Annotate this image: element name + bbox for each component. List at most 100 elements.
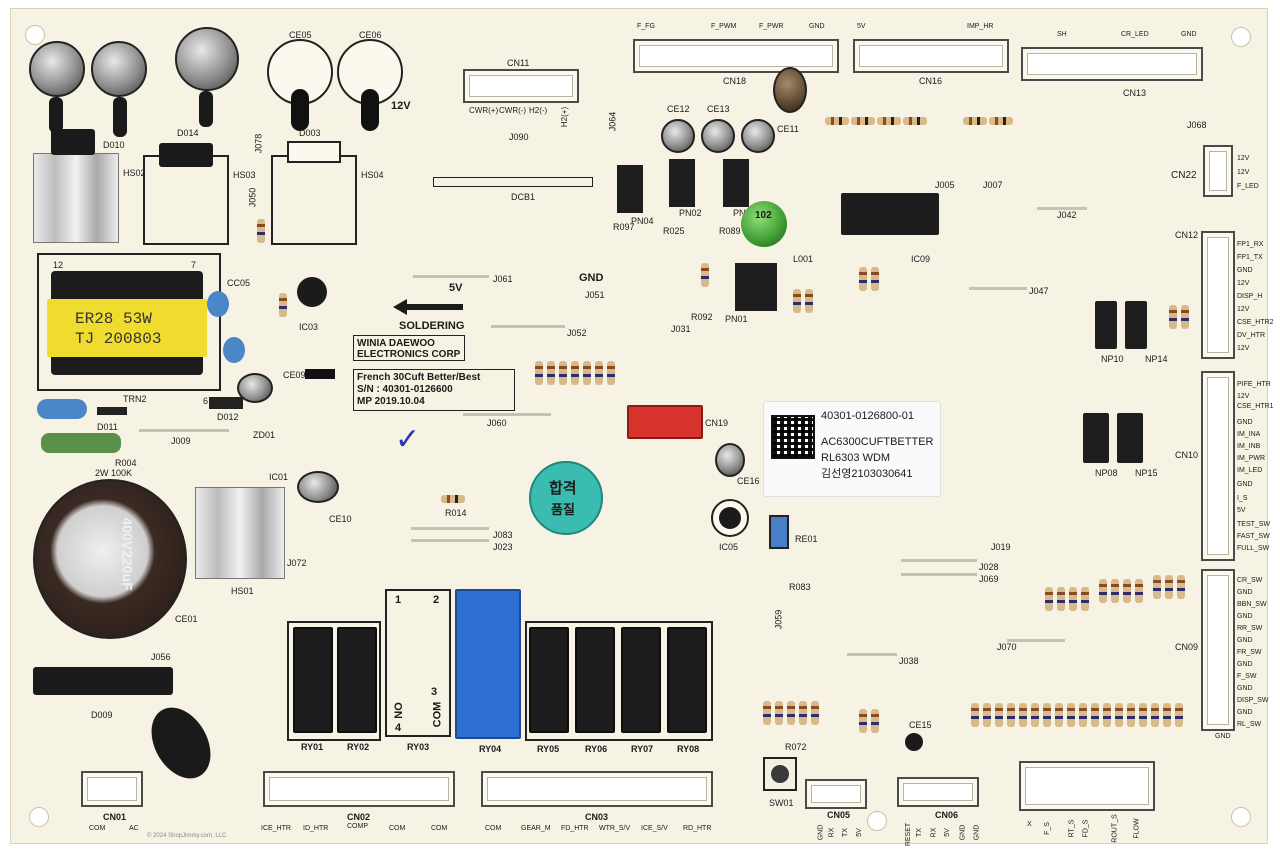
label-cn02: CN02	[347, 812, 371, 822]
connector-cn22[interactable]	[1203, 145, 1233, 197]
cn03-pin-3: FD_HTR	[561, 825, 589, 832]
label-cc05: CC05	[227, 278, 251, 288]
big-cap-text: 400V220uF	[119, 517, 136, 591]
connector-cn19[interactable]	[627, 405, 703, 439]
label-hs04: HS04	[361, 170, 384, 180]
cap-pad	[291, 89, 309, 131]
soldering-arrow	[393, 299, 463, 315]
resistor	[871, 267, 879, 291]
cap-lead	[49, 97, 63, 133]
label-sw01: SW01	[769, 798, 794, 808]
cn16-pin-8: IMP_HR	[967, 23, 994, 30]
cn01-pin-1: COM	[89, 825, 106, 832]
capacitor-ce12	[661, 119, 695, 153]
label-ry07: RY07	[631, 744, 654, 754]
label-pn04: PN04	[631, 216, 654, 226]
connector-cn13[interactable]	[1021, 47, 1203, 81]
label-j090: J090	[509, 132, 529, 142]
resistor	[547, 361, 555, 385]
jumper	[463, 413, 551, 416]
transformer-line2: TJ 200803	[75, 330, 162, 348]
cn12-pin-4: 12V	[1237, 280, 1250, 287]
jumper	[969, 287, 1027, 290]
cn02-pin-2: ID_HTR	[303, 825, 329, 832]
connector-cn18[interactable]	[633, 39, 839, 73]
switch-button[interactable]	[771, 765, 789, 783]
transformer-pin-right: 7	[191, 260, 197, 270]
cn11-pin-1: CWR(+)	[469, 106, 499, 115]
label-cn18: CN18	[723, 76, 747, 86]
ic-ic09	[841, 193, 939, 235]
label-ce06: CE06	[359, 30, 382, 40]
hs03-outline	[143, 155, 229, 245]
resistor	[1151, 703, 1159, 727]
resistor	[793, 289, 801, 313]
label-j051: J051	[585, 290, 605, 300]
maker-line2: ELECTRONICS CORP	[357, 349, 461, 360]
transformer-outline	[37, 253, 221, 391]
label-cn01: CN01	[103, 812, 127, 822]
label-j052: J052	[567, 328, 587, 338]
resistor	[1165, 575, 1173, 599]
connector-cn07[interactable]	[1019, 761, 1155, 811]
connector-cn03[interactable]	[481, 771, 713, 807]
transformer-pin-bottom: 6	[203, 396, 209, 406]
qc-stamp-text2: 품질	[551, 502, 575, 517]
mounting-hole	[867, 811, 887, 831]
resistor	[1181, 305, 1189, 329]
jumper	[411, 539, 489, 542]
cn10-pin-9: GND	[1237, 481, 1253, 488]
inductor-text: 102	[755, 210, 772, 221]
resistor	[1069, 587, 1077, 611]
label-hs02: HS02	[123, 168, 146, 178]
resistor	[441, 495, 465, 503]
connector-cn02[interactable]	[263, 771, 455, 807]
connector-cn16[interactable]	[853, 39, 1009, 73]
resistor	[559, 361, 567, 385]
cn10-pin-8: IM_LED	[1237, 467, 1263, 474]
np14	[1125, 301, 1147, 349]
connector-cn12[interactable]	[1201, 231, 1235, 359]
connector-cn01[interactable]	[81, 771, 143, 807]
pn02	[669, 159, 695, 207]
capacitor-ce10	[297, 471, 339, 503]
cn07-pin-1: X	[1027, 821, 1032, 828]
resistor	[1081, 587, 1089, 611]
cn05-pin-3: TX	[841, 828, 849, 837]
jumper	[1037, 207, 1087, 210]
cn10-pin-2: 12V	[1237, 393, 1250, 400]
label-np14: NP14	[1145, 354, 1168, 364]
label-r004: R004	[115, 458, 137, 468]
label-cn22: CN22	[1171, 170, 1197, 181]
label-np15: NP15	[1135, 468, 1158, 478]
capacitor	[741, 119, 775, 153]
connector-cn11[interactable]	[463, 69, 579, 103]
label-j047: J047	[1029, 286, 1049, 296]
cn10-pin-6: IM_INB	[1237, 443, 1261, 450]
cn06-pin-5: GND	[959, 824, 967, 841]
connector-cn05[interactable]	[805, 779, 867, 809]
label-j061: J061	[493, 274, 513, 284]
cn10-pin-7: IM_PWR	[1237, 455, 1265, 462]
label-j028: J028	[979, 562, 999, 572]
connector-cn10[interactable]	[1201, 371, 1235, 561]
maker-box	[353, 335, 465, 361]
connector-cn06[interactable]	[897, 777, 979, 807]
connector-cn09[interactable]	[1201, 569, 1235, 731]
label-pn02: PN02	[679, 208, 702, 218]
jumper	[139, 429, 229, 432]
relay-ry08	[667, 627, 707, 733]
cn02-pin-5: COM	[431, 825, 448, 832]
cn07-pin-6: FD_S	[1082, 819, 1090, 838]
cn10-pin-11: 5V	[1237, 507, 1246, 514]
resistor	[775, 701, 783, 725]
label-ry05: RY05	[537, 744, 560, 754]
resistor	[1153, 575, 1161, 599]
resistor	[1123, 579, 1131, 603]
label-r025: R025	[663, 226, 685, 236]
cn09-pin-1: CR_SW	[1237, 577, 1263, 584]
resistor	[1127, 703, 1135, 727]
label-d014: D014	[177, 128, 199, 138]
resistor	[1091, 703, 1099, 727]
jumper-black	[305, 369, 335, 379]
